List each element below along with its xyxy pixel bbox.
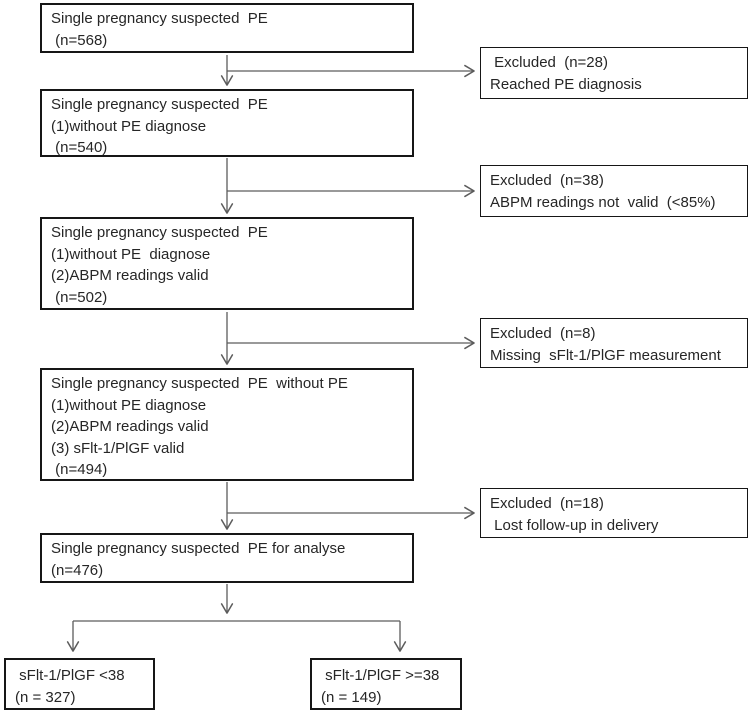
node-count: (n = 149) [321,689,382,706]
excluded-lost-followup: Excluded (n=18) Lost follow-up in delive… [480,488,748,538]
node-line: (3) sFlt-1/PlGF valid [51,439,185,457]
excluded-count: Excluded (n=38) [490,172,604,189]
node-analysed: Single pregnancy suspected PE for analys… [40,533,414,583]
excluded-count: Excluded (n=8) [490,325,596,342]
excluded-reason: Lost follow-up in delivery [490,517,659,534]
node-line: (1)without PE diagnose [51,245,211,263]
excluded-reason: Reached PE diagnosis [490,76,642,93]
node-line: (1)without PE diagnose [51,396,207,414]
excluded-count: Excluded (n=18) [490,495,604,512]
node-count: (n=494) [51,461,108,478]
node-without-pe-diagnose: Single pregnancy suspected PE (1)without… [40,89,414,157]
excluded-count: Excluded (n=28) [490,54,608,71]
excluded-reached-pe-diagnosis: Excluded (n=28) Reached PE diagnosis [480,47,748,99]
node-enrolled: Single pregnancy suspected PE (n=568) [40,3,414,53]
node-line: (2)ABPM readings valid [51,418,209,435]
node-line: (2)ABPM readings valid [51,267,209,284]
node-count: (n=476) [51,561,104,579]
node-count: (n=568) [51,31,108,49]
node-line: (1)without PE diagnose [51,117,207,135]
excluded-missing-sflt-measurement: Excluded (n=8) Missing sFlt-1/PlGF measu… [480,318,748,368]
node-line: Single pregnancy suspected PE [51,96,268,113]
node-line: Single pregnancy suspected PE for analys… [51,540,346,557]
node-count: (n = 327) [15,689,76,706]
node-line: sFlt-1/PlGF <38 [15,667,125,684]
node-line: sFlt-1/PlGF >=38 [321,667,440,684]
excluded-abpm-not-valid: Excluded (n=38) ABPM readings not valid … [480,165,748,217]
excluded-reason: Missing sFlt-1/PlGF measurement [490,347,721,364]
node-count: (n=540) [51,139,108,156]
node-line: Single pregnancy suspected PE [51,10,268,27]
excluded-reason: ABPM readings not valid (<85%) [490,194,716,211]
node-count: (n=502) [51,288,108,306]
node-ratio-below-38: sFlt-1/PlGF <38 (n = 327) [4,658,155,710]
node-line: Single pregnancy suspected PE [51,224,268,241]
node-sflt-valid: Single pregnancy suspected PE without PE… [40,368,414,481]
node-ratio-38-or-above: sFlt-1/PlGF >=38 (n = 149) [310,658,462,710]
node-line: Single pregnancy suspected PE without PE [51,375,348,392]
node-abpm-valid: Single pregnancy suspected PE (1)without… [40,217,414,310]
